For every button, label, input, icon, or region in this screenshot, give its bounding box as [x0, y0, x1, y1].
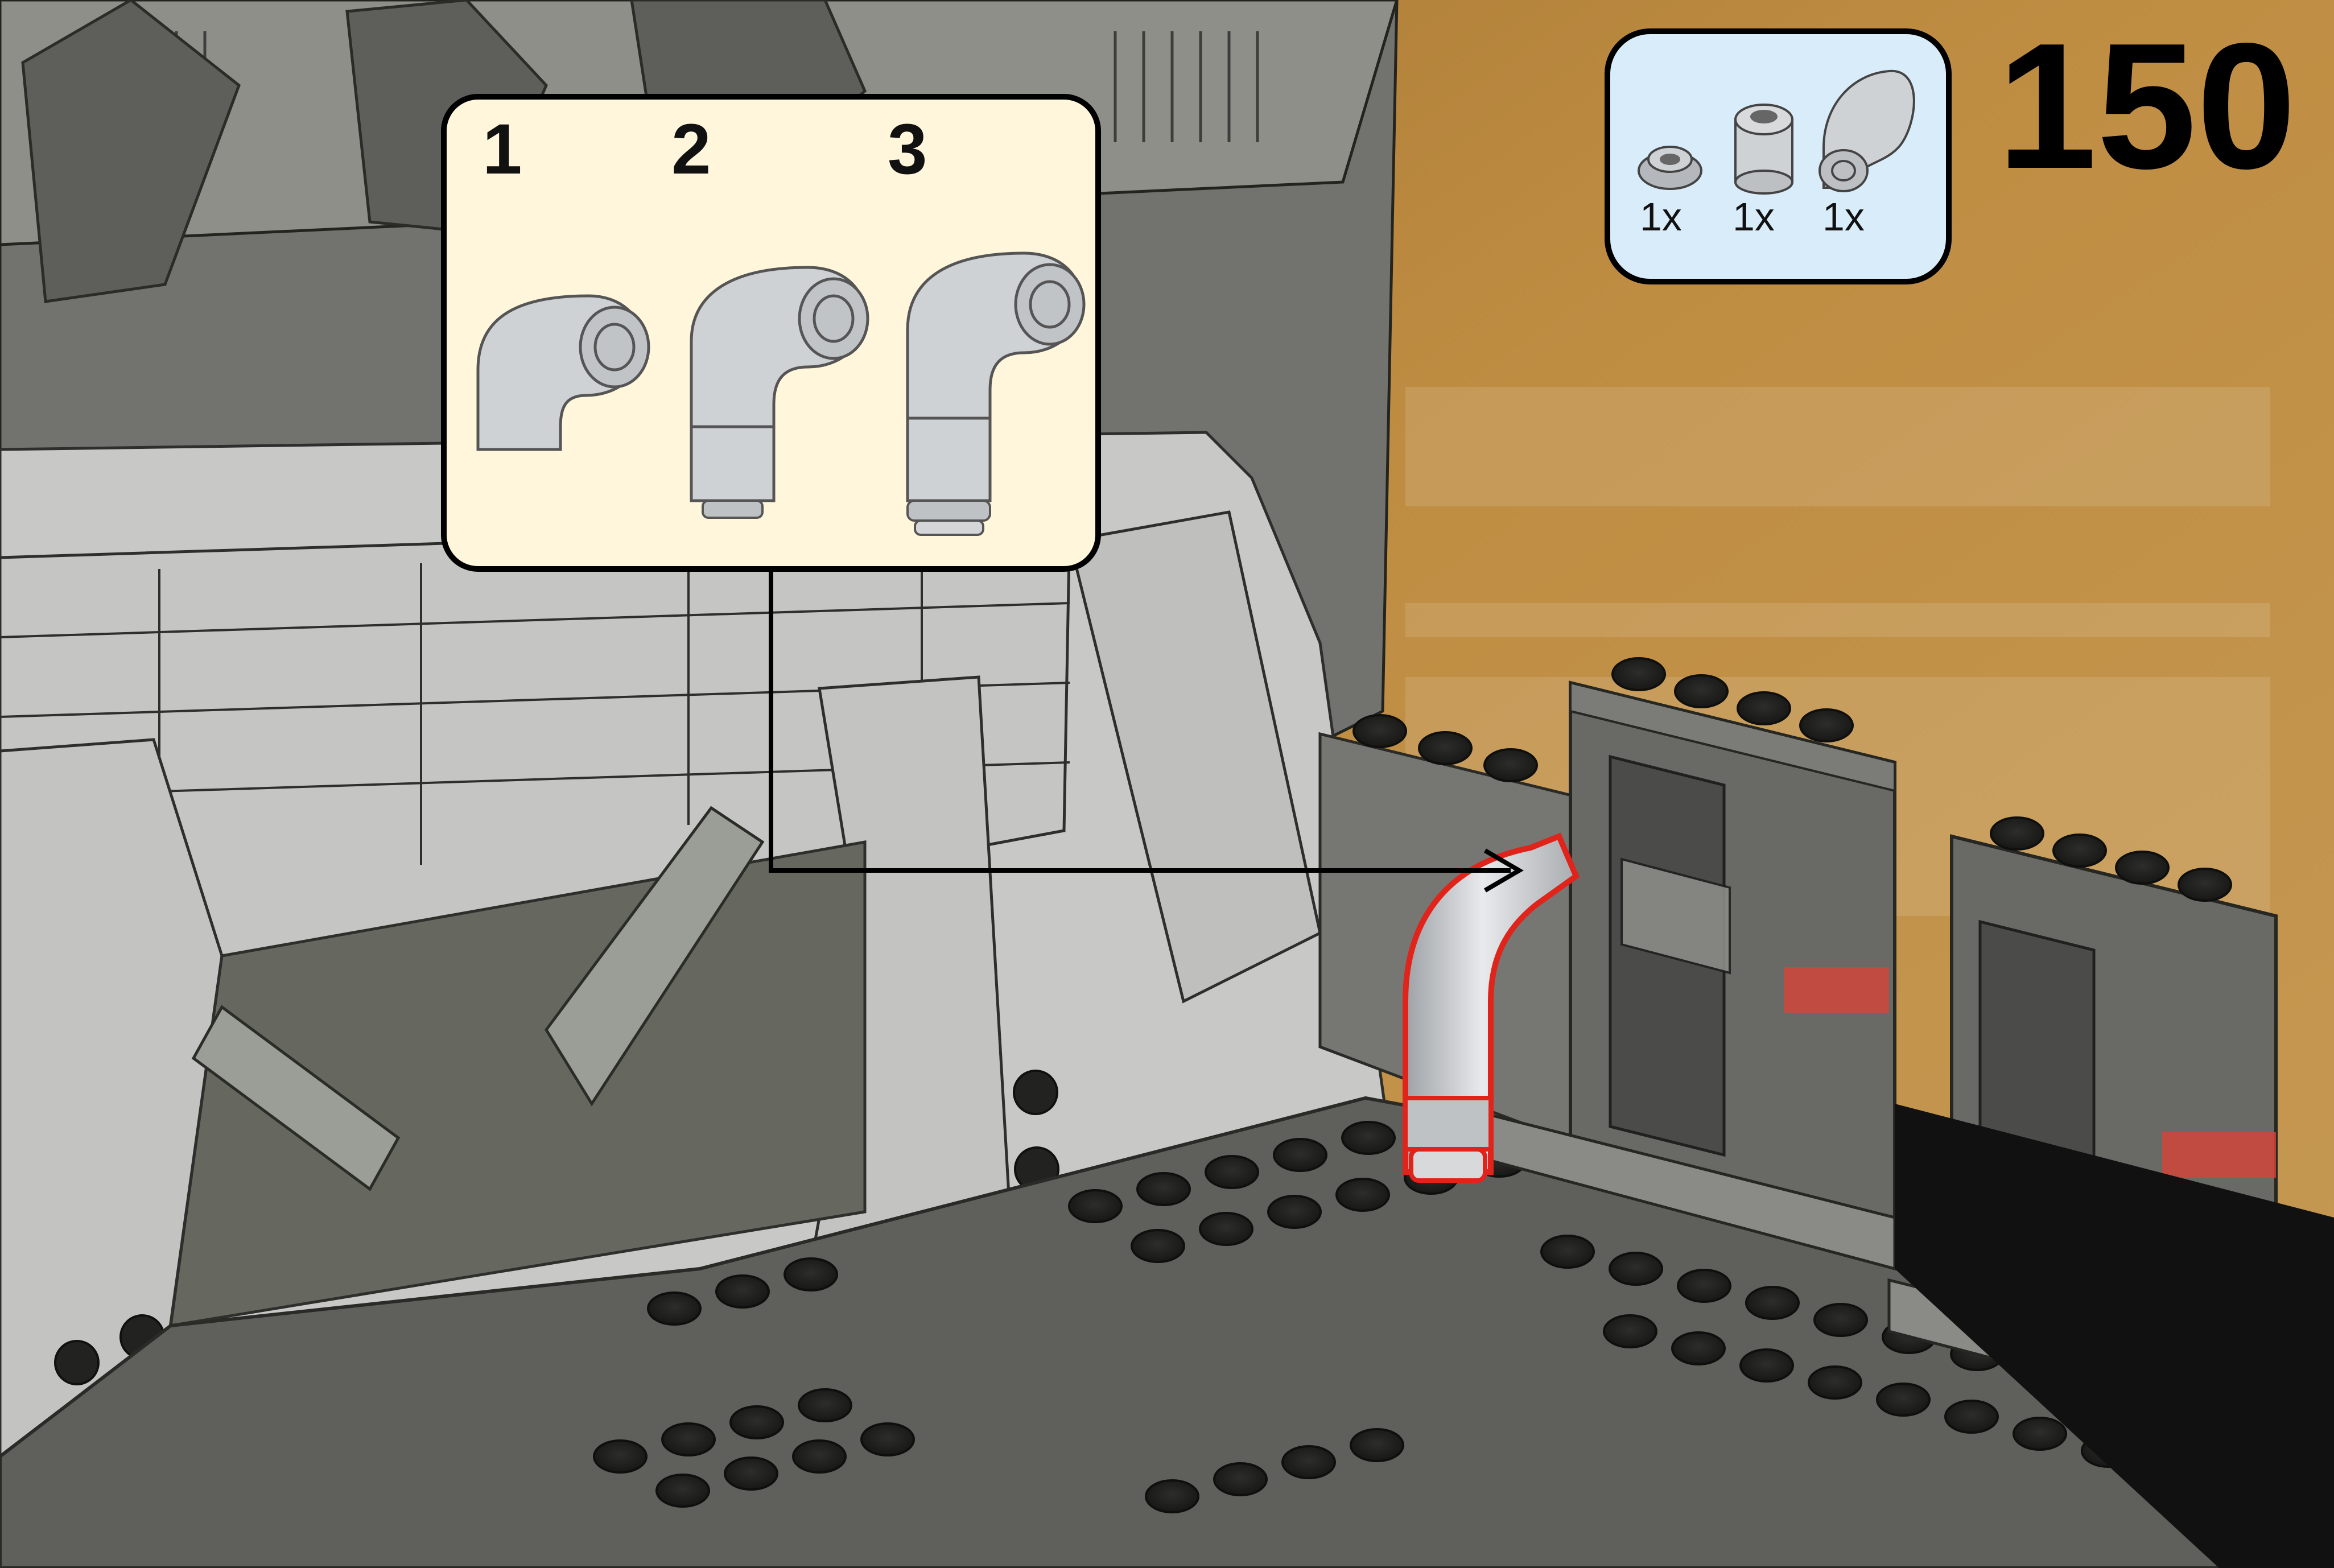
- substep-3-number: 3: [888, 110, 927, 189]
- substep-1-number: 1: [483, 110, 522, 189]
- panel-1-red-light: [1784, 967, 1889, 1013]
- part-round-brick-icon: [1735, 105, 1792, 193]
- part-2-quantity: 1x: [1733, 195, 1775, 239]
- part-1-quantity: 1x: [1640, 195, 1682, 239]
- step-number: 150: [1997, 6, 2296, 206]
- panel-2-red-light: [2162, 1132, 2276, 1178]
- substep-2-number: 2: [671, 110, 711, 189]
- part-3-quantity: 1x: [1822, 195, 1865, 239]
